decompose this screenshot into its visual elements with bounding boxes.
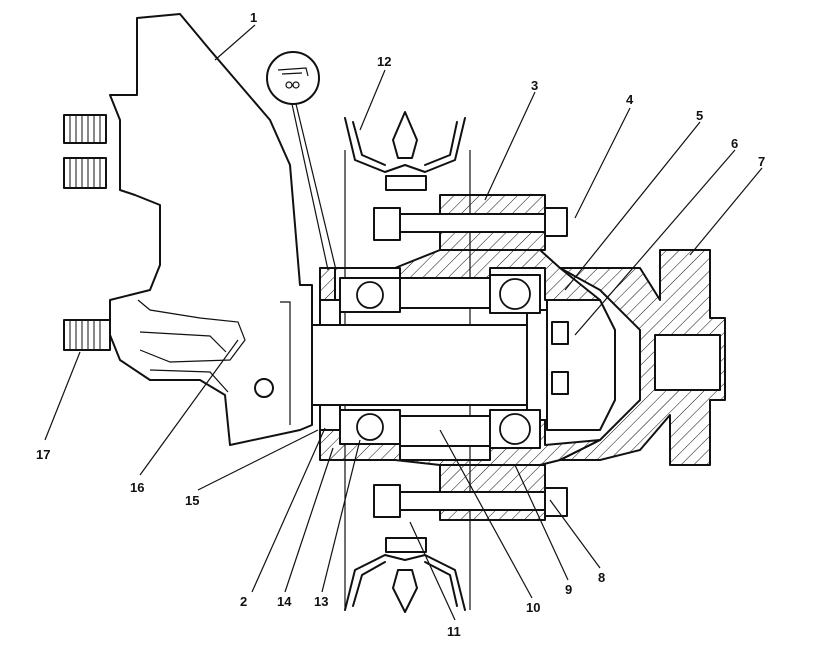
mounting-bracket (109, 13, 313, 446)
leader-5 (564, 121, 701, 291)
callout-3: 3 (531, 78, 538, 93)
detail-magnifier (266, 51, 337, 271)
callout-15: 15 (185, 493, 199, 508)
bearing-spacer (399, 277, 491, 447)
leader-12 (359, 69, 386, 131)
callout-10: 10 (526, 600, 540, 615)
drive-pulley (559, 249, 726, 466)
callout-1: 1 (250, 10, 257, 25)
callout-16: 16 (130, 480, 144, 495)
spindle-shaft (311, 309, 548, 421)
callout-7: 7 (758, 154, 765, 169)
bearing-outer-lower (339, 409, 401, 445)
callout-4: 4 (626, 92, 634, 107)
callout-8: 8 (598, 570, 605, 585)
mounting-stud-lower (63, 319, 111, 351)
leader-17 (44, 351, 81, 441)
bearing-inner-lower (489, 409, 541, 449)
leader-3 (484, 91, 536, 201)
oil-seal (319, 299, 341, 431)
callout-12: 12 (377, 54, 391, 69)
bolt-upper (373, 207, 568, 241)
leader-9 (514, 464, 569, 581)
leader-11 (409, 521, 456, 621)
leader-15 (197, 429, 319, 491)
callout-5: 5 (696, 108, 703, 123)
leader-7 (689, 167, 763, 256)
callout-14: 14 (277, 594, 292, 609)
fan-blade-upper (344, 111, 466, 191)
bearing-inner-upper (489, 274, 541, 314)
mounting-stud-upper-1 (63, 114, 107, 144)
leader-16 (139, 339, 239, 476)
callout-9: 9 (565, 582, 572, 597)
leader-13 (321, 439, 361, 593)
mounting-stud-upper-2 (63, 157, 107, 189)
retainer-plate (546, 299, 616, 431)
callout-6: 6 (731, 136, 738, 151)
callout-17: 17 (36, 447, 50, 462)
bearing-outer-upper (339, 277, 401, 313)
callout-2: 2 (240, 594, 247, 609)
callout-11: 11 (447, 624, 461, 639)
leader-6 (574, 149, 736, 336)
callout-labels: 1 2 3 4 5 6 7 8 9 10 11 12 13 14 15 16 1… (36, 10, 765, 639)
leader-10 (439, 429, 533, 599)
leader-8 (549, 499, 601, 569)
leader-14 (284, 447, 334, 593)
leader-4 (574, 107, 631, 219)
leader-2 (251, 427, 326, 593)
leader-lines (44, 24, 763, 621)
leader-1 (214, 24, 256, 61)
callout-13: 13 (314, 594, 328, 609)
fan-blade-lower (344, 537, 466, 613)
bolt-lower (373, 484, 568, 518)
